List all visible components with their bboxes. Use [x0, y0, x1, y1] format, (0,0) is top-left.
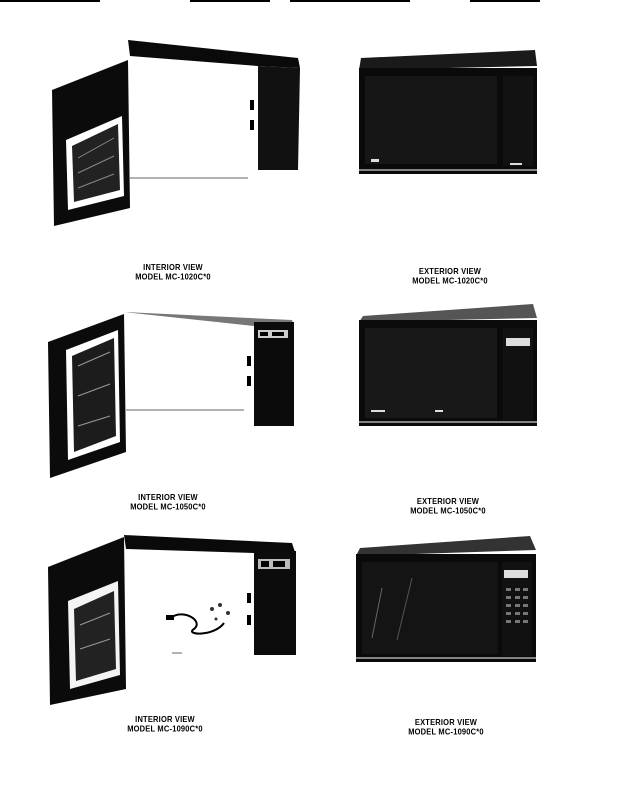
caption-title: EXTERIOR VIEW — [416, 496, 480, 506]
caption-interior-1090: INTERIOR VIEW MODEL MC-1090C*0 — [105, 714, 225, 734]
caption-interior-1050: INTERIOR VIEW MODEL MC-1050C*0 — [108, 492, 228, 512]
top-rule — [0, 0, 100, 2]
caption-model: MODEL MC-1050C*0 — [410, 506, 486, 516]
caption-title: INTERIOR VIEW — [143, 262, 203, 272]
caption-title: INTERIOR VIEW — [135, 714, 195, 724]
interior-view-microwave-3 — [44, 525, 304, 710]
caption-interior-1020: INTERIOR VIEW MODEL MC-1020C*0 — [113, 262, 233, 282]
caption-title: EXTERIOR VIEW — [414, 717, 478, 727]
top-rule — [290, 0, 410, 2]
top-rule — [190, 0, 270, 2]
caption-exterior-1020: EXTERIOR VIEW MODEL MC-1020C*0 — [390, 266, 510, 286]
caption-model: MODEL MC-1090C*0 — [408, 727, 484, 737]
interior-view-microwave-2 — [44, 300, 304, 490]
exterior-view-microwave-1 — [355, 42, 540, 182]
caption-model: MODEL MC-1020C*0 — [135, 272, 211, 282]
caption-model: MODEL MC-1020C*0 — [412, 276, 488, 286]
caption-title: EXTERIOR VIEW — [418, 266, 482, 276]
top-rule — [470, 0, 540, 2]
caption-model: MODEL MC-1050C*0 — [130, 502, 206, 512]
exterior-view-microwave-2 — [355, 298, 540, 433]
caption-title: INTERIOR VIEW — [138, 492, 198, 502]
caption-model: MODEL MC-1090C*0 — [127, 724, 203, 734]
caption-exterior-1090: EXTERIOR VIEW MODEL MC-1090C*0 — [386, 717, 506, 737]
interior-view-microwave-1 — [48, 38, 308, 228]
caption-exterior-1050: EXTERIOR VIEW MODEL MC-1050C*0 — [388, 496, 508, 516]
exterior-view-microwave-3 — [352, 528, 537, 668]
